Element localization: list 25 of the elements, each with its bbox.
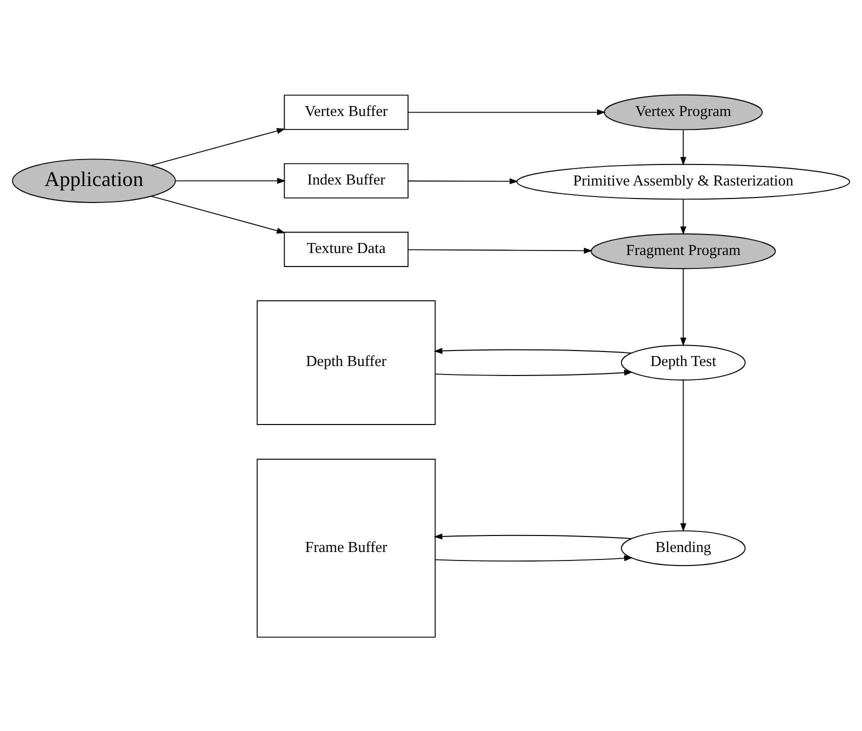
arrow — [408, 108, 606, 115]
node-box: Texture Data — [284, 231, 409, 266]
arrow — [680, 379, 686, 532]
node-ellipse: Vertex Program — [604, 94, 763, 130]
arrow — [680, 198, 686, 235]
arrow — [680, 268, 686, 346]
arrow — [434, 347, 632, 354]
arrow — [408, 178, 518, 184]
arrow — [175, 177, 286, 184]
arrow — [408, 247, 592, 254]
arrow — [434, 369, 633, 376]
arrow — [434, 554, 633, 562]
node-box: Index Buffer — [284, 162, 409, 198]
arrow — [150, 128, 286, 166]
node-ellipse: Fragment Program — [590, 232, 776, 269]
arrow — [680, 129, 686, 166]
arrow — [434, 533, 632, 539]
node-ellipse: Application — [12, 158, 176, 202]
node-ellipse: Primitive Assembly & Rasterization — [516, 163, 850, 200]
arrow — [150, 195, 286, 234]
node-box: Vertex Buffer — [284, 94, 409, 130]
node-ellipse: Depth Test — [620, 344, 746, 380]
node-box: Frame Buffer — [256, 458, 436, 638]
node-ellipse: Blending — [620, 530, 746, 566]
node-box: Depth Buffer — [256, 300, 436, 424]
